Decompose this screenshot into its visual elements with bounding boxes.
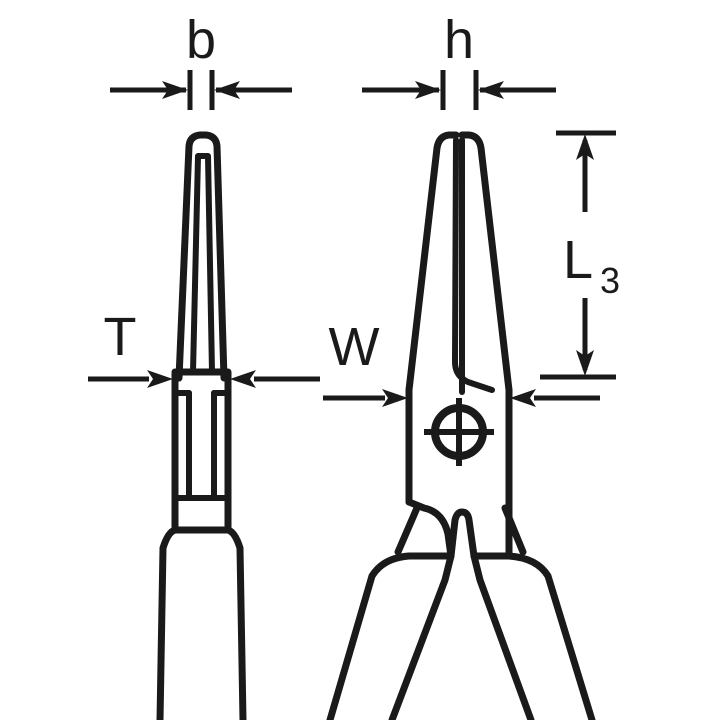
dimension-W-arrow-left <box>382 389 408 407</box>
dimension-L3-label: L <box>563 230 593 290</box>
dimension-b-label: b <box>186 10 216 70</box>
dimension-h-label: h <box>444 10 474 70</box>
dimension-T-arrow-left <box>147 370 173 388</box>
front-view-left-jaw-outline <box>405 131 460 394</box>
dimension-h: h <box>362 10 556 110</box>
dimension-L3-subscript: 3 <box>600 260 620 301</box>
front-view-handle-right-outer <box>505 552 596 720</box>
side-view-part <box>156 131 247 720</box>
dimension-T-label: T <box>104 307 137 367</box>
front-view-part <box>326 131 596 720</box>
front-view-handle-left-inner <box>388 552 455 720</box>
front-view-center-gusset <box>447 508 478 560</box>
dimension-W-arrow-right <box>510 389 536 407</box>
dimension-L3-arrow-top <box>576 134 594 160</box>
front-view-right-strut <box>501 504 527 556</box>
dimension-W-label: W <box>329 317 380 377</box>
dimension-b: b <box>110 10 292 110</box>
side-view-joint-slot <box>186 390 217 501</box>
side-view-handle-outline <box>156 526 179 720</box>
dimension-W: W <box>323 317 600 407</box>
front-view-left-strut <box>394 504 421 556</box>
dimension-h-arrow-left <box>415 81 441 99</box>
dimension-T-arrow-right <box>230 370 256 388</box>
side-view-handle-outline-right <box>224 526 247 720</box>
front-view-right-jaw-outline <box>458 131 513 394</box>
side-view-jaw-inner-line <box>190 153 215 375</box>
front-view-left-cheek <box>405 498 455 560</box>
dimension-L3: L 3 <box>540 130 620 380</box>
dimension-b-arrow-left <box>162 81 188 99</box>
dimension-T: T <box>88 307 320 388</box>
front-view-jaw-parting-line-left <box>452 137 495 393</box>
side-view-jaw-outline <box>175 131 228 382</box>
front-view-handle-left-outer <box>326 552 413 720</box>
dimension-h-arrow-right <box>478 81 504 99</box>
dimension-L3-arrow-bottom <box>576 350 594 376</box>
front-view-handle-right-inner <box>470 552 535 720</box>
dimension-b-arrow-right <box>214 81 240 99</box>
